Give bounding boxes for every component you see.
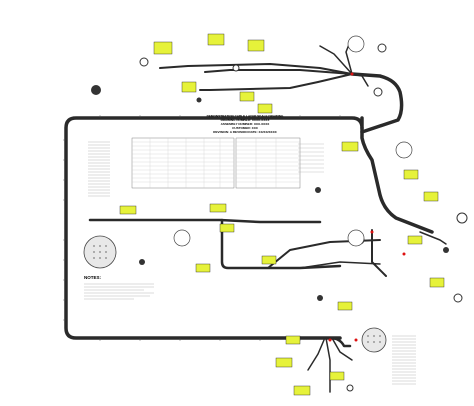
connector-round-icon bbox=[347, 229, 365, 247]
label-tag bbox=[181, 81, 197, 93]
top-trunk bbox=[350, 72, 404, 134]
label-tag bbox=[207, 33, 225, 46]
splice-markers bbox=[328, 72, 406, 342]
lower-branch-4 bbox=[307, 339, 325, 371]
label-tag bbox=[403, 169, 419, 180]
top-branch-4 bbox=[319, 45, 353, 75]
middle-right-branch-2 bbox=[299, 261, 381, 269]
connector-round-icon bbox=[395, 141, 413, 159]
connector-dot-grid bbox=[93, 245, 381, 343]
notes-block: NOTES: bbox=[84, 275, 164, 280]
connector-round-icon bbox=[377, 43, 387, 53]
connector-circular-large-icon bbox=[361, 327, 387, 353]
label-tag bbox=[153, 41, 173, 55]
label-tag bbox=[407, 235, 423, 245]
connector-round-icon bbox=[453, 293, 463, 303]
label-tag bbox=[247, 39, 265, 52]
top-branch-6 bbox=[351, 73, 369, 87]
title-line-3: ASSEMBLY NUMBER: XXX-XXXX bbox=[220, 122, 270, 126]
connector-round-icon bbox=[173, 229, 191, 247]
connector-round-icon bbox=[347, 35, 365, 53]
label-tag bbox=[429, 277, 445, 288]
label-tag bbox=[285, 335, 301, 345]
splice-icon bbox=[328, 338, 332, 342]
lower-branch-3 bbox=[331, 337, 353, 361]
splice-icon bbox=[370, 230, 374, 234]
top-branch-3 bbox=[199, 73, 353, 91]
label-tag bbox=[293, 385, 311, 396]
connector-round-icon bbox=[91, 85, 101, 95]
lower-branch-2 bbox=[325, 337, 331, 393]
connector-round-icon bbox=[139, 57, 149, 67]
title-line-5: REVISION: A REVISION DATE: XX/XX/XXXX bbox=[213, 130, 277, 134]
center-right-callouts bbox=[298, 143, 324, 173]
label-tag bbox=[275, 357, 293, 368]
top-branch-2 bbox=[204, 69, 353, 75]
title-block: DEMONSTRATION CABLE LAYUP SCALE DRAWING … bbox=[175, 114, 315, 134]
connector-round-icon bbox=[443, 247, 449, 253]
middle-trunk bbox=[88, 218, 322, 224]
label-tag bbox=[209, 203, 227, 213]
main-loop-trunk bbox=[64, 116, 364, 340]
left-wire-callouts bbox=[88, 141, 110, 197]
title-line-1: DEMONSTRATION CABLE LAYUP SCALE DRAWING bbox=[206, 114, 284, 118]
splice-icon bbox=[402, 252, 406, 256]
right-lower-branch bbox=[371, 229, 387, 277]
label-tag bbox=[337, 301, 353, 311]
label-tag bbox=[423, 191, 439, 202]
title-line-4: CUSTOMER: XXX bbox=[232, 126, 258, 130]
harness-trunks bbox=[64, 41, 447, 393]
label-tag bbox=[195, 263, 211, 273]
splice-icon bbox=[354, 338, 358, 342]
label-tag bbox=[261, 255, 277, 265]
lower-branch bbox=[318, 336, 352, 348]
connector-round-icon bbox=[232, 64, 240, 72]
connector-round-icon bbox=[317, 295, 323, 301]
notes-title: NOTES: bbox=[84, 275, 102, 280]
label-tag bbox=[341, 141, 359, 152]
connector-round-icon bbox=[196, 97, 202, 103]
notes-lines bbox=[84, 283, 154, 300]
connector-round-icon bbox=[373, 87, 383, 97]
label-tag bbox=[239, 91, 255, 102]
middle-drop bbox=[220, 218, 342, 270]
connector-round-icon bbox=[315, 187, 321, 193]
label-tag bbox=[219, 223, 235, 233]
wire-list-table bbox=[131, 137, 301, 189]
label-tag bbox=[329, 371, 345, 381]
dimension-ticks bbox=[63, 115, 341, 341]
label-tag bbox=[119, 205, 137, 215]
right-far-branch bbox=[419, 231, 447, 245]
connector-round-icon bbox=[456, 212, 468, 224]
connector-round-icon bbox=[139, 259, 145, 265]
title-line-2: DRAWING NUMBER: XXXX-XXXX bbox=[220, 118, 270, 122]
label-tag bbox=[257, 103, 273, 114]
right-wire-callouts bbox=[392, 335, 416, 385]
splice-icon bbox=[350, 72, 354, 76]
yellow-labels bbox=[119, 33, 445, 396]
top-branch-1 bbox=[159, 63, 353, 75]
connector-round-icon bbox=[346, 384, 354, 392]
right-descending-trunk bbox=[360, 126, 434, 234]
